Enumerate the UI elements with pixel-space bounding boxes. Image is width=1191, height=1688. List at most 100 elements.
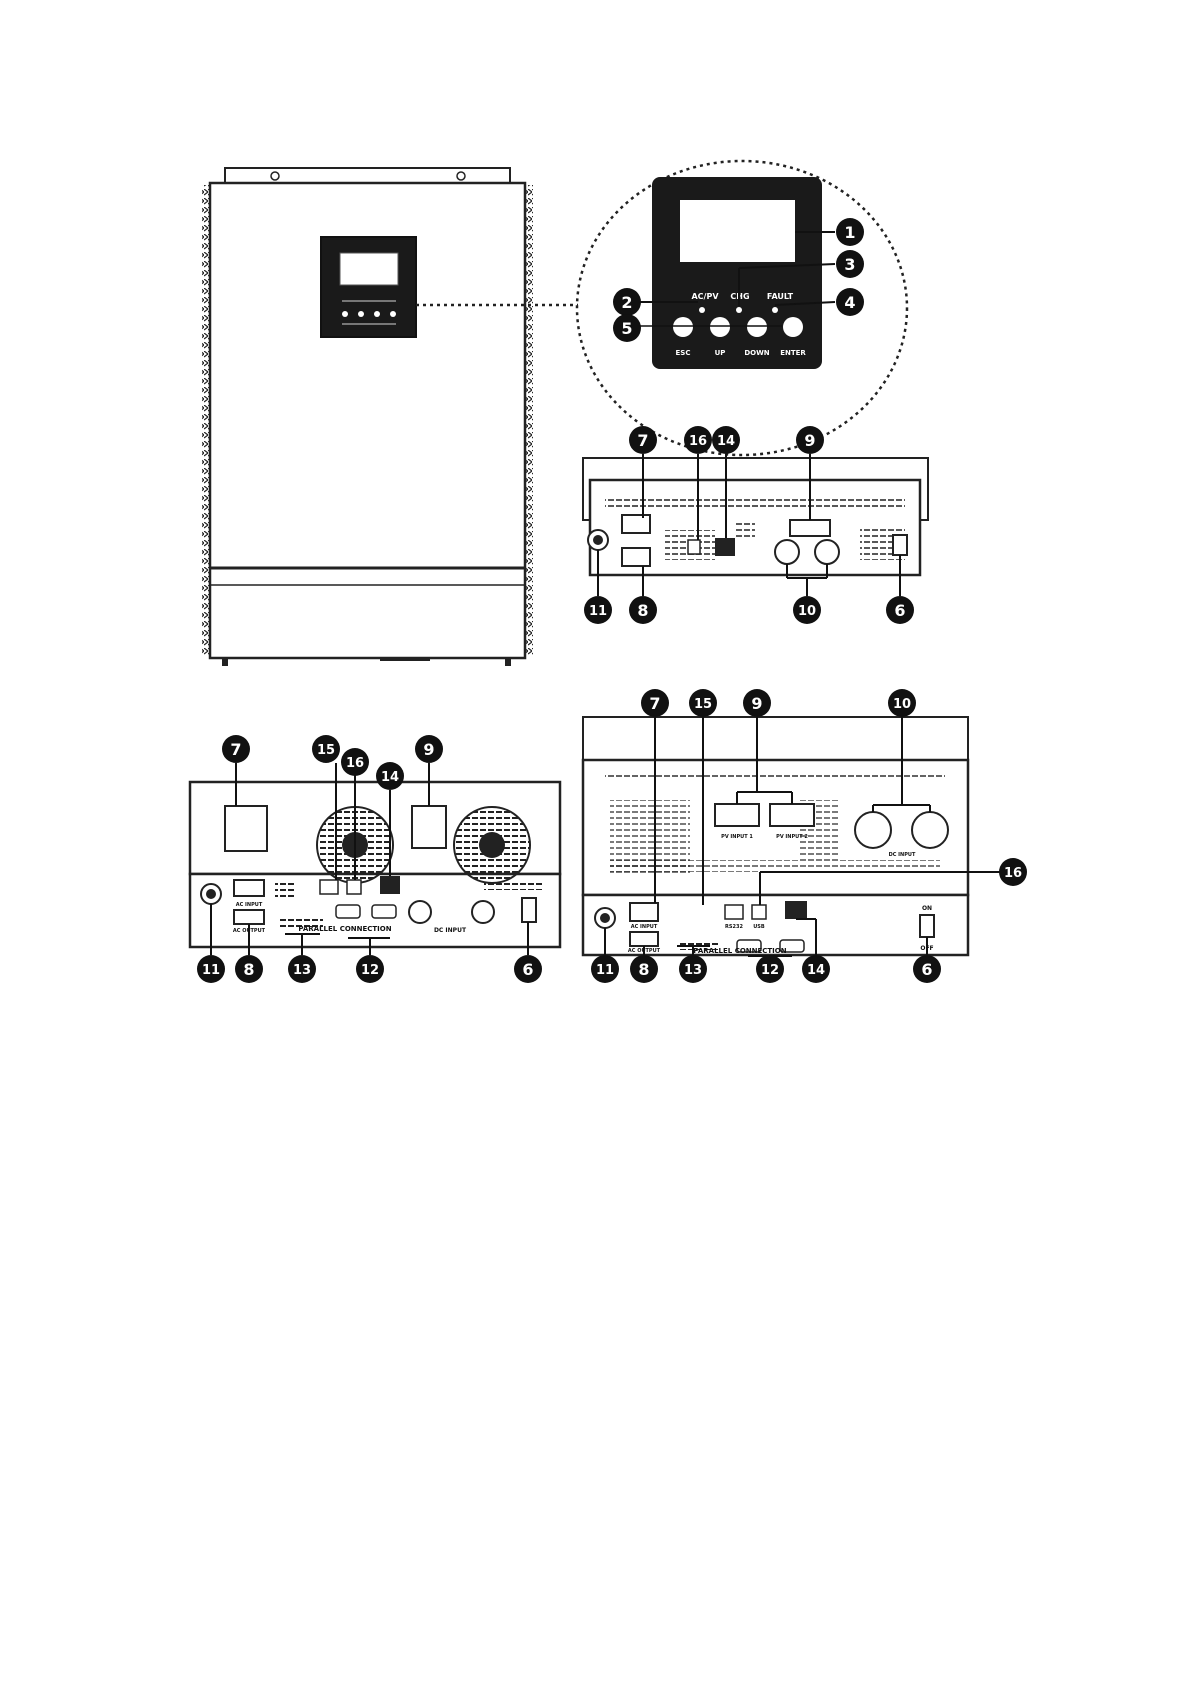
esc-button[interactable] <box>673 317 693 337</box>
ac-input-label-c: AC INPUT <box>631 924 658 930</box>
usb-label-c: USB <box>753 924 765 930</box>
rear-view-c: PV INPUT 1 PV INPUT 2 DC INPUT AC INPUT … <box>583 689 1027 983</box>
parallel-connection-label-c: PARALLEL CONNECTION <box>693 947 786 955</box>
ac-input-label-b: AC INPUT <box>236 902 263 908</box>
led-chg <box>736 307 742 313</box>
led-fault <box>772 307 778 313</box>
svg-text:15: 15 <box>694 697 712 712</box>
svg-text:9: 9 <box>804 431 815 450</box>
callout-6-a: 6 <box>886 596 914 624</box>
svg-text:16: 16 <box>1004 866 1022 881</box>
svg-text:12: 12 <box>361 963 379 978</box>
svg-text:1: 1 <box>844 223 855 242</box>
callout-4: 4 <box>836 288 864 316</box>
callout-8-b: 8 <box>235 955 263 983</box>
down-label: DOWN <box>744 349 769 357</box>
callout-13-c: 13 <box>679 955 707 983</box>
svg-text:10: 10 <box>893 697 911 712</box>
svg-text:7: 7 <box>230 740 241 759</box>
callout-11-a: 11 <box>584 596 612 624</box>
zoom-panel: AC/PV CHG FAULT ESC UP DOWN ENTER 1 3 2 … <box>577 161 907 455</box>
callout-9-a: 9 <box>796 426 824 454</box>
callout-15-c: 15 <box>689 689 717 717</box>
callout-2: 2 <box>613 288 641 316</box>
callout-6-b: 6 <box>514 955 542 983</box>
svg-text:6: 6 <box>894 601 905 620</box>
svg-text:8: 8 <box>243 960 254 979</box>
svg-text:7: 7 <box>649 694 660 713</box>
svg-text:7: 7 <box>637 431 648 450</box>
dc-input-label-b: DC INPUT <box>434 927 467 934</box>
led-label-fault: FAULT <box>767 292 794 301</box>
svg-text:8: 8 <box>637 601 648 620</box>
callout-16-b: 16 <box>341 748 369 776</box>
dc-input-label-c: DC INPUT <box>889 852 916 858</box>
up-button[interactable] <box>710 317 730 337</box>
callout-10-c: 10 <box>888 689 916 717</box>
callout-15-b: 15 <box>312 735 340 763</box>
rear-view-b: AC INPUT AC OUTPUT PARALLEL CONNECTION D… <box>190 735 560 983</box>
down-button[interactable] <box>747 317 767 337</box>
up-label: UP <box>715 349 726 357</box>
led-ac-pv <box>699 307 705 313</box>
svg-text:16: 16 <box>689 434 707 449</box>
svg-text:9: 9 <box>423 740 434 759</box>
callout-8-a: 8 <box>629 596 657 624</box>
pv-input-2-label: PV INPUT 2 <box>776 834 808 840</box>
callout-5: 5 <box>613 314 641 342</box>
callout-11-b: 11 <box>197 955 225 983</box>
callout-9-b: 9 <box>415 735 443 763</box>
svg-text:15: 15 <box>317 743 335 758</box>
callout-12-c: 12 <box>756 955 784 983</box>
svg-text:11: 11 <box>202 963 220 978</box>
lcd-display <box>680 200 795 262</box>
pv-input-1-label: PV INPUT 1 <box>721 834 753 840</box>
svg-text:14: 14 <box>381 770 399 785</box>
callout-16-c: 16 <box>999 858 1027 886</box>
svg-text:14: 14 <box>717 434 735 449</box>
enter-button[interactable] <box>783 317 803 337</box>
lcd-small <box>340 253 398 285</box>
callout-12-b: 12 <box>356 955 384 983</box>
parallel-connection-label-b: PARALLEL CONNECTION <box>298 925 391 933</box>
svg-text:13: 13 <box>293 963 311 978</box>
callout-1: 1 <box>836 218 864 246</box>
svg-text:14: 14 <box>807 963 825 978</box>
svg-text:2: 2 <box>621 293 632 312</box>
callout-13-b: 13 <box>288 955 316 983</box>
svg-text:12: 12 <box>761 963 779 978</box>
callout-14-a: 14 <box>712 426 740 454</box>
led-label-ac-pv: AC/PV <box>691 292 719 301</box>
svg-text:9: 9 <box>751 694 762 713</box>
callout-14-b: 14 <box>376 762 404 790</box>
callout-11-c: 11 <box>591 955 619 983</box>
rs232-label-c: RS232 <box>725 924 743 930</box>
front-view <box>202 168 578 666</box>
front-panel-small <box>321 237 416 337</box>
esc-label: ESC <box>676 349 691 357</box>
svg-text:5: 5 <box>621 319 632 338</box>
svg-text:13: 13 <box>684 963 702 978</box>
svg-text:6: 6 <box>522 960 533 979</box>
enter-label: ENTER <box>780 349 806 357</box>
top-bracket <box>225 168 510 184</box>
callout-7-b: 7 <box>222 735 250 763</box>
on-label: ON <box>922 905 932 912</box>
svg-text:11: 11 <box>589 604 607 619</box>
svg-text:4: 4 <box>844 293 855 312</box>
callout-8-c: 8 <box>630 955 658 983</box>
svg-text:10: 10 <box>798 604 816 619</box>
svg-text:6: 6 <box>921 960 932 979</box>
svg-text:8: 8 <box>638 960 649 979</box>
callout-6-c: 6 <box>913 955 941 983</box>
callout-16-a: 16 <box>684 426 712 454</box>
svg-text:3: 3 <box>844 255 855 274</box>
callout-7-c: 7 <box>641 689 669 717</box>
callout-3: 3 <box>836 250 864 278</box>
callout-14-c: 14 <box>802 955 830 983</box>
callout-7-a: 7 <box>629 426 657 454</box>
callout-9-c: 9 <box>743 689 771 717</box>
svg-text:11: 11 <box>596 963 614 978</box>
svg-text:16: 16 <box>346 756 364 771</box>
